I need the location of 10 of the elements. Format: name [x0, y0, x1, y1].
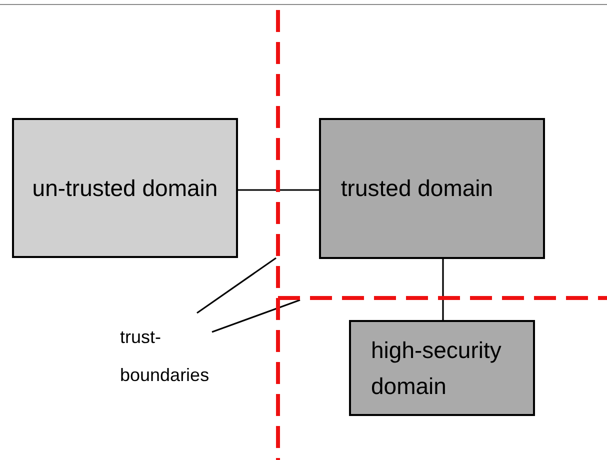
- domain-box: un-trusted domain: [12, 118, 238, 258]
- connector-line: [238, 189, 319, 191]
- leader-line: [212, 299, 300, 333]
- domain-box: trusted domain: [319, 118, 545, 259]
- domain-box: high-security domain: [349, 320, 535, 416]
- boundary-line: [276, 10, 280, 460]
- callout-text: trust- boundaries: [120, 318, 220, 388]
- connector-line: [442, 259, 444, 320]
- leader-line: [196, 257, 276, 314]
- boundary-line: [278, 296, 607, 300]
